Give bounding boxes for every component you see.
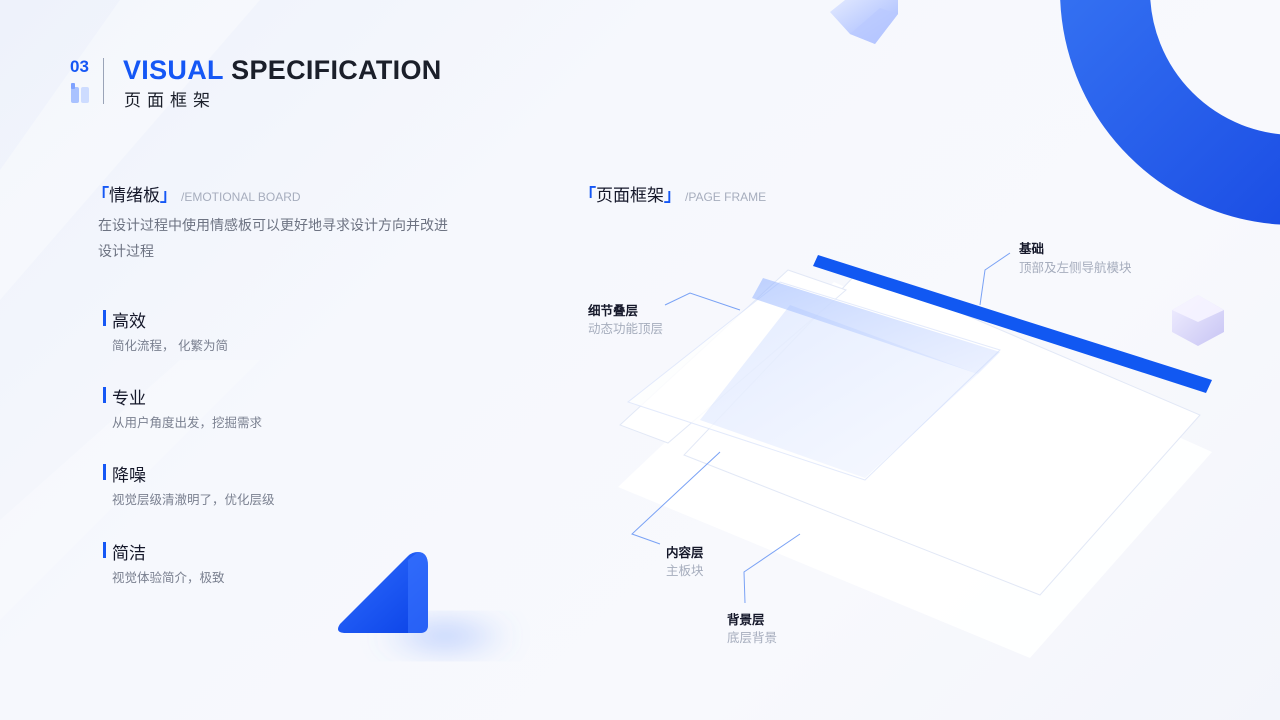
feature-description: 视觉体验简介，极致 bbox=[112, 571, 225, 585]
feature-title: 简洁 bbox=[112, 544, 146, 563]
detail-layer-glass-bar bbox=[752, 278, 1000, 374]
page-frame-subtitle: /PAGE FRAME bbox=[685, 190, 767, 204]
background-leader-line bbox=[743, 533, 801, 604]
detail-layer-glass-panel bbox=[700, 305, 978, 478]
feature-description: 从用户角度出发，挖掘需求 bbox=[112, 416, 263, 430]
feature-description: 视觉层级清澈明了，优化层级 bbox=[112, 493, 275, 507]
bracket-open: 「 bbox=[579, 186, 596, 205]
page-frame-heading: 「页面框架」 /PAGE FRAME bbox=[579, 181, 766, 206]
base-layer-nav-bar bbox=[813, 255, 1212, 393]
detail-layer-title: 细节叠层 bbox=[588, 304, 639, 318]
content-leader-line bbox=[631, 451, 721, 545]
feature-accent-bar bbox=[103, 464, 106, 480]
feature-title: 降噪 bbox=[112, 466, 146, 485]
header-divider bbox=[103, 58, 104, 104]
page-subtitle: 页面框架 bbox=[124, 91, 216, 110]
page-frame-title: 页面框架 bbox=[596, 186, 664, 205]
base-layer-title: 基础 bbox=[1019, 242, 1045, 256]
feature-accent-bar bbox=[103, 310, 106, 326]
section-number: 03 bbox=[70, 57, 89, 76]
bracket-close: 」 bbox=[160, 186, 177, 205]
feature-accent-bar bbox=[103, 542, 106, 558]
background-layer-desc: 底层背景 bbox=[727, 631, 778, 645]
emotional-board-description: 在设计过程中使用情感板可以更好地寻求设计方向并改进设计过程 bbox=[98, 217, 448, 259]
feature-title: 专业 bbox=[112, 389, 146, 408]
content-layer-desc: 主板块 bbox=[666, 564, 704, 578]
glass-cube-shape bbox=[830, 0, 898, 44]
lilac-cube-shape bbox=[1172, 295, 1224, 346]
page-title: VISUAL SPECIFICATION bbox=[123, 55, 442, 86]
blue-arc-shape bbox=[1060, 0, 1280, 225]
title-rest: SPECIFICATION bbox=[231, 55, 442, 85]
background-layer-title: 背景层 bbox=[727, 613, 765, 627]
feature-description: 简化流程， 化繁为简 bbox=[112, 339, 228, 353]
feature-title: 高效 bbox=[112, 312, 146, 331]
emotional-board-heading: 「情绪板」 /EMOTIONAL BOARD bbox=[92, 181, 301, 206]
light-streak bbox=[0, 0, 260, 300]
bracket-close: 」 bbox=[664, 186, 681, 205]
emotional-board-subtitle: /EMOTIONAL BOARD bbox=[181, 190, 301, 204]
detail-leader-line bbox=[664, 292, 741, 311]
light-streak bbox=[0, 360, 260, 620]
title-highlight: VISUAL bbox=[123, 55, 224, 85]
content-layer-title: 内容层 bbox=[666, 546, 704, 560]
base-leader-line bbox=[979, 252, 1011, 306]
bracket-open: 「 bbox=[92, 186, 109, 205]
blue-triangle-shape bbox=[338, 552, 428, 633]
emotional-board-title: 情绪板 bbox=[109, 186, 160, 205]
detail-layer-desc: 动态功能顶层 bbox=[588, 322, 664, 336]
base-layer-desc: 顶部及左侧导航模块 bbox=[1019, 261, 1132, 275]
quote-icon bbox=[71, 83, 89, 103]
feature-accent-bar bbox=[103, 387, 106, 403]
